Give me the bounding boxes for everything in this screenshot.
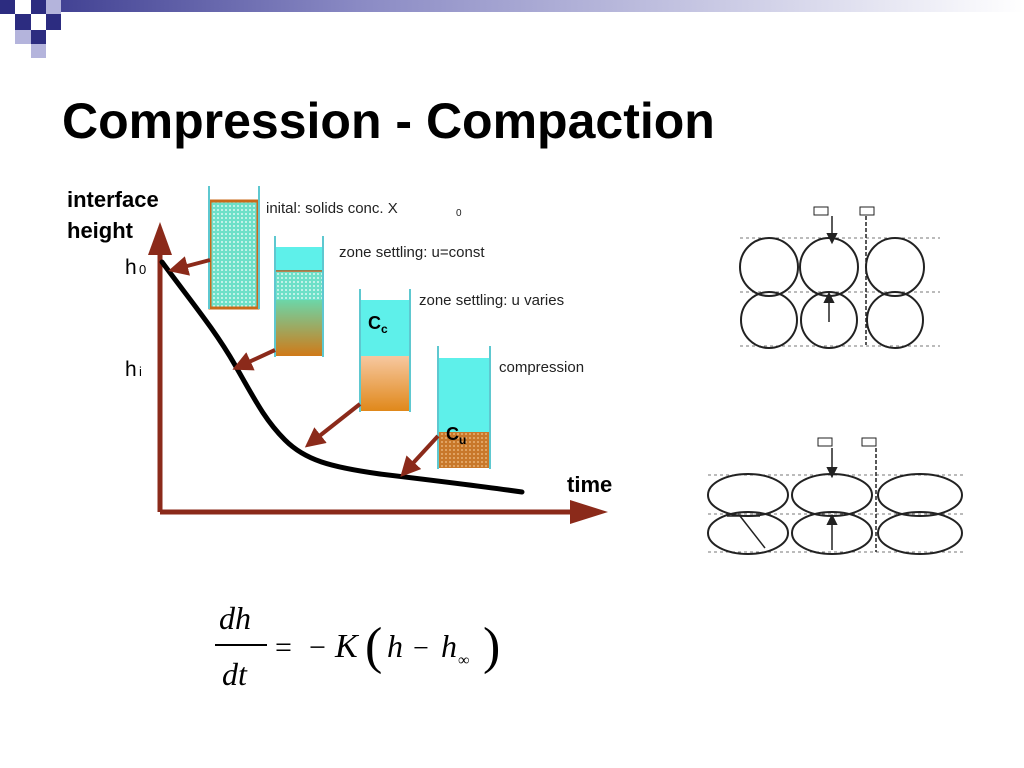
concentration-cu-label: C u [446,424,466,447]
y-axis-arrowhead [148,222,172,255]
particles-compressed-sketch [707,437,965,555]
y-axis [148,222,172,512]
svg-text:0: 0 [456,208,462,219]
equation-constant-k: K [334,628,360,665]
tube-compression [437,346,491,469]
svg-text:c: c [381,322,388,336]
arrow-zone-settling-const [232,348,276,371]
corner-decoration [0,0,1024,58]
equation-h-inf: h [441,628,457,664]
tube-zone-settling-varies [359,289,411,412]
arrow-compression [400,434,440,477]
arrow-zone-settling-varies [304,402,362,448]
svg-text:h: h [125,358,137,381]
concentration-cc-label: C c [368,313,388,336]
label-zone-settling-const: zone settling: u=const [339,244,485,261]
svg-text:i: i [139,364,142,379]
svg-text:inital: solids conc. X: inital: solids conc. X [266,200,398,217]
arrow-initial [168,256,211,276]
svg-text:h: h [125,256,137,279]
equation-equals: = [275,631,292,664]
equation-minus: − [309,631,326,664]
equation-h: h [387,628,403,664]
svg-text:C: C [446,424,459,444]
y-axis-label-line1: interface [67,187,159,212]
tube-zone-settling-const [274,236,324,357]
settling-curve [159,259,525,495]
x-axis-arrowhead [570,500,608,524]
equation-paren-close: ) [483,618,500,675]
y-axis-label-line2: height [67,218,134,243]
x-axis-label: time [567,472,612,497]
slide-title: Compression - Compaction [62,93,715,149]
equation-paren-open: ( [365,618,382,675]
svg-text:C: C [368,313,381,333]
tube-initial [208,186,260,310]
deco-square [0,0,15,14]
label-initial: inital: solids conc. X 0 [266,200,462,219]
svg-text:u: u [459,433,466,447]
svg-text:0: 0 [139,262,146,277]
equation-denominator: dt [222,656,248,692]
tick-h0: h 0 [125,256,146,279]
label-zone-settling-varies: zone settling: u varies [419,292,564,309]
equation-numerator: dh [219,600,251,636]
particles-uncompressed-sketch [739,206,940,349]
equation-minus2: − [413,633,429,664]
settling-diagram: interface height time h 0 h i inital: so… [67,186,965,555]
compression-rate-equation: dh dt = − K ( h − h ∞ ) [215,600,500,692]
equation-inf-subscript: ∞ [458,652,469,669]
label-compression: compression [499,359,584,376]
x-axis [160,500,608,524]
tick-hi: h i [125,358,142,381]
